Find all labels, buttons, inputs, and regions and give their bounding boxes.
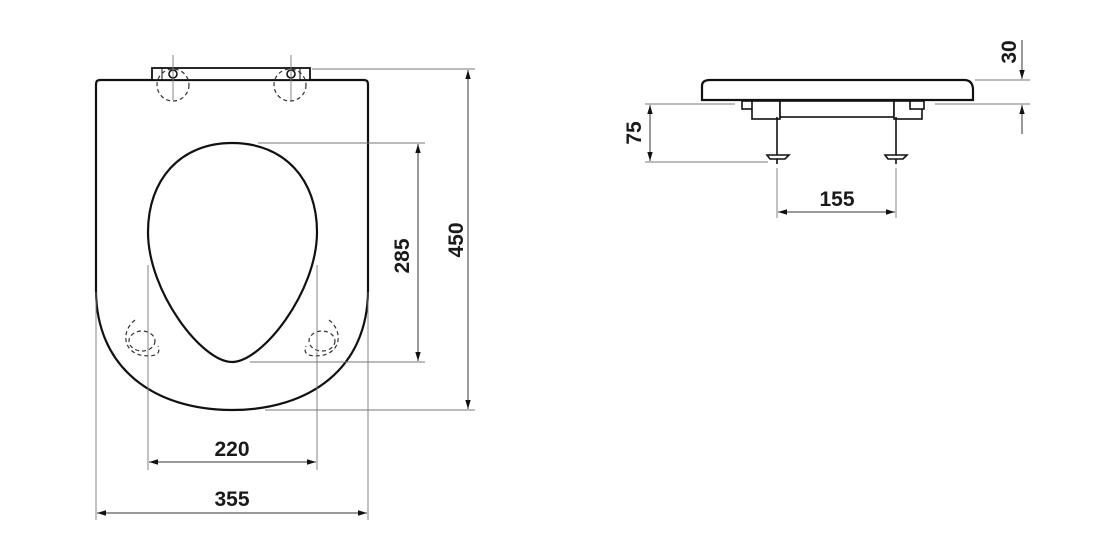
label-30: 30 xyxy=(998,40,1021,63)
dimension-opening-length: 285 xyxy=(250,142,425,363)
label-355: 355 xyxy=(214,488,249,511)
label-75: 75 xyxy=(623,121,646,145)
dimension-hinge-depth: 75 xyxy=(623,103,768,163)
dimension-thickness: 30 xyxy=(935,40,1030,134)
side-view: 30 75 155 xyxy=(623,40,1030,218)
dimension-hinge-spacing: 155 xyxy=(776,168,897,218)
label-155: 155 xyxy=(819,188,854,211)
seat-outline xyxy=(94,78,370,412)
seat-side-profile xyxy=(700,78,975,102)
label-285: 285 xyxy=(391,238,414,273)
buffer-dashed-left xyxy=(125,319,160,357)
dimension-overall-width: 355 xyxy=(95,292,369,520)
label-220: 220 xyxy=(214,438,249,461)
top-view: 450 285 220 355 xyxy=(94,55,475,520)
hinge-assembly xyxy=(741,100,925,164)
buffer-dashed-right xyxy=(304,319,339,357)
seat-opening xyxy=(146,141,319,364)
hinge-hole-dashed-right xyxy=(273,68,307,102)
hinge-bar xyxy=(151,55,311,100)
dimension-opening-width: 220 xyxy=(147,265,318,470)
dimension-overall-length: 450 xyxy=(265,68,475,411)
hinge-hole-dashed-left xyxy=(156,68,190,102)
label-450: 450 xyxy=(445,222,468,257)
